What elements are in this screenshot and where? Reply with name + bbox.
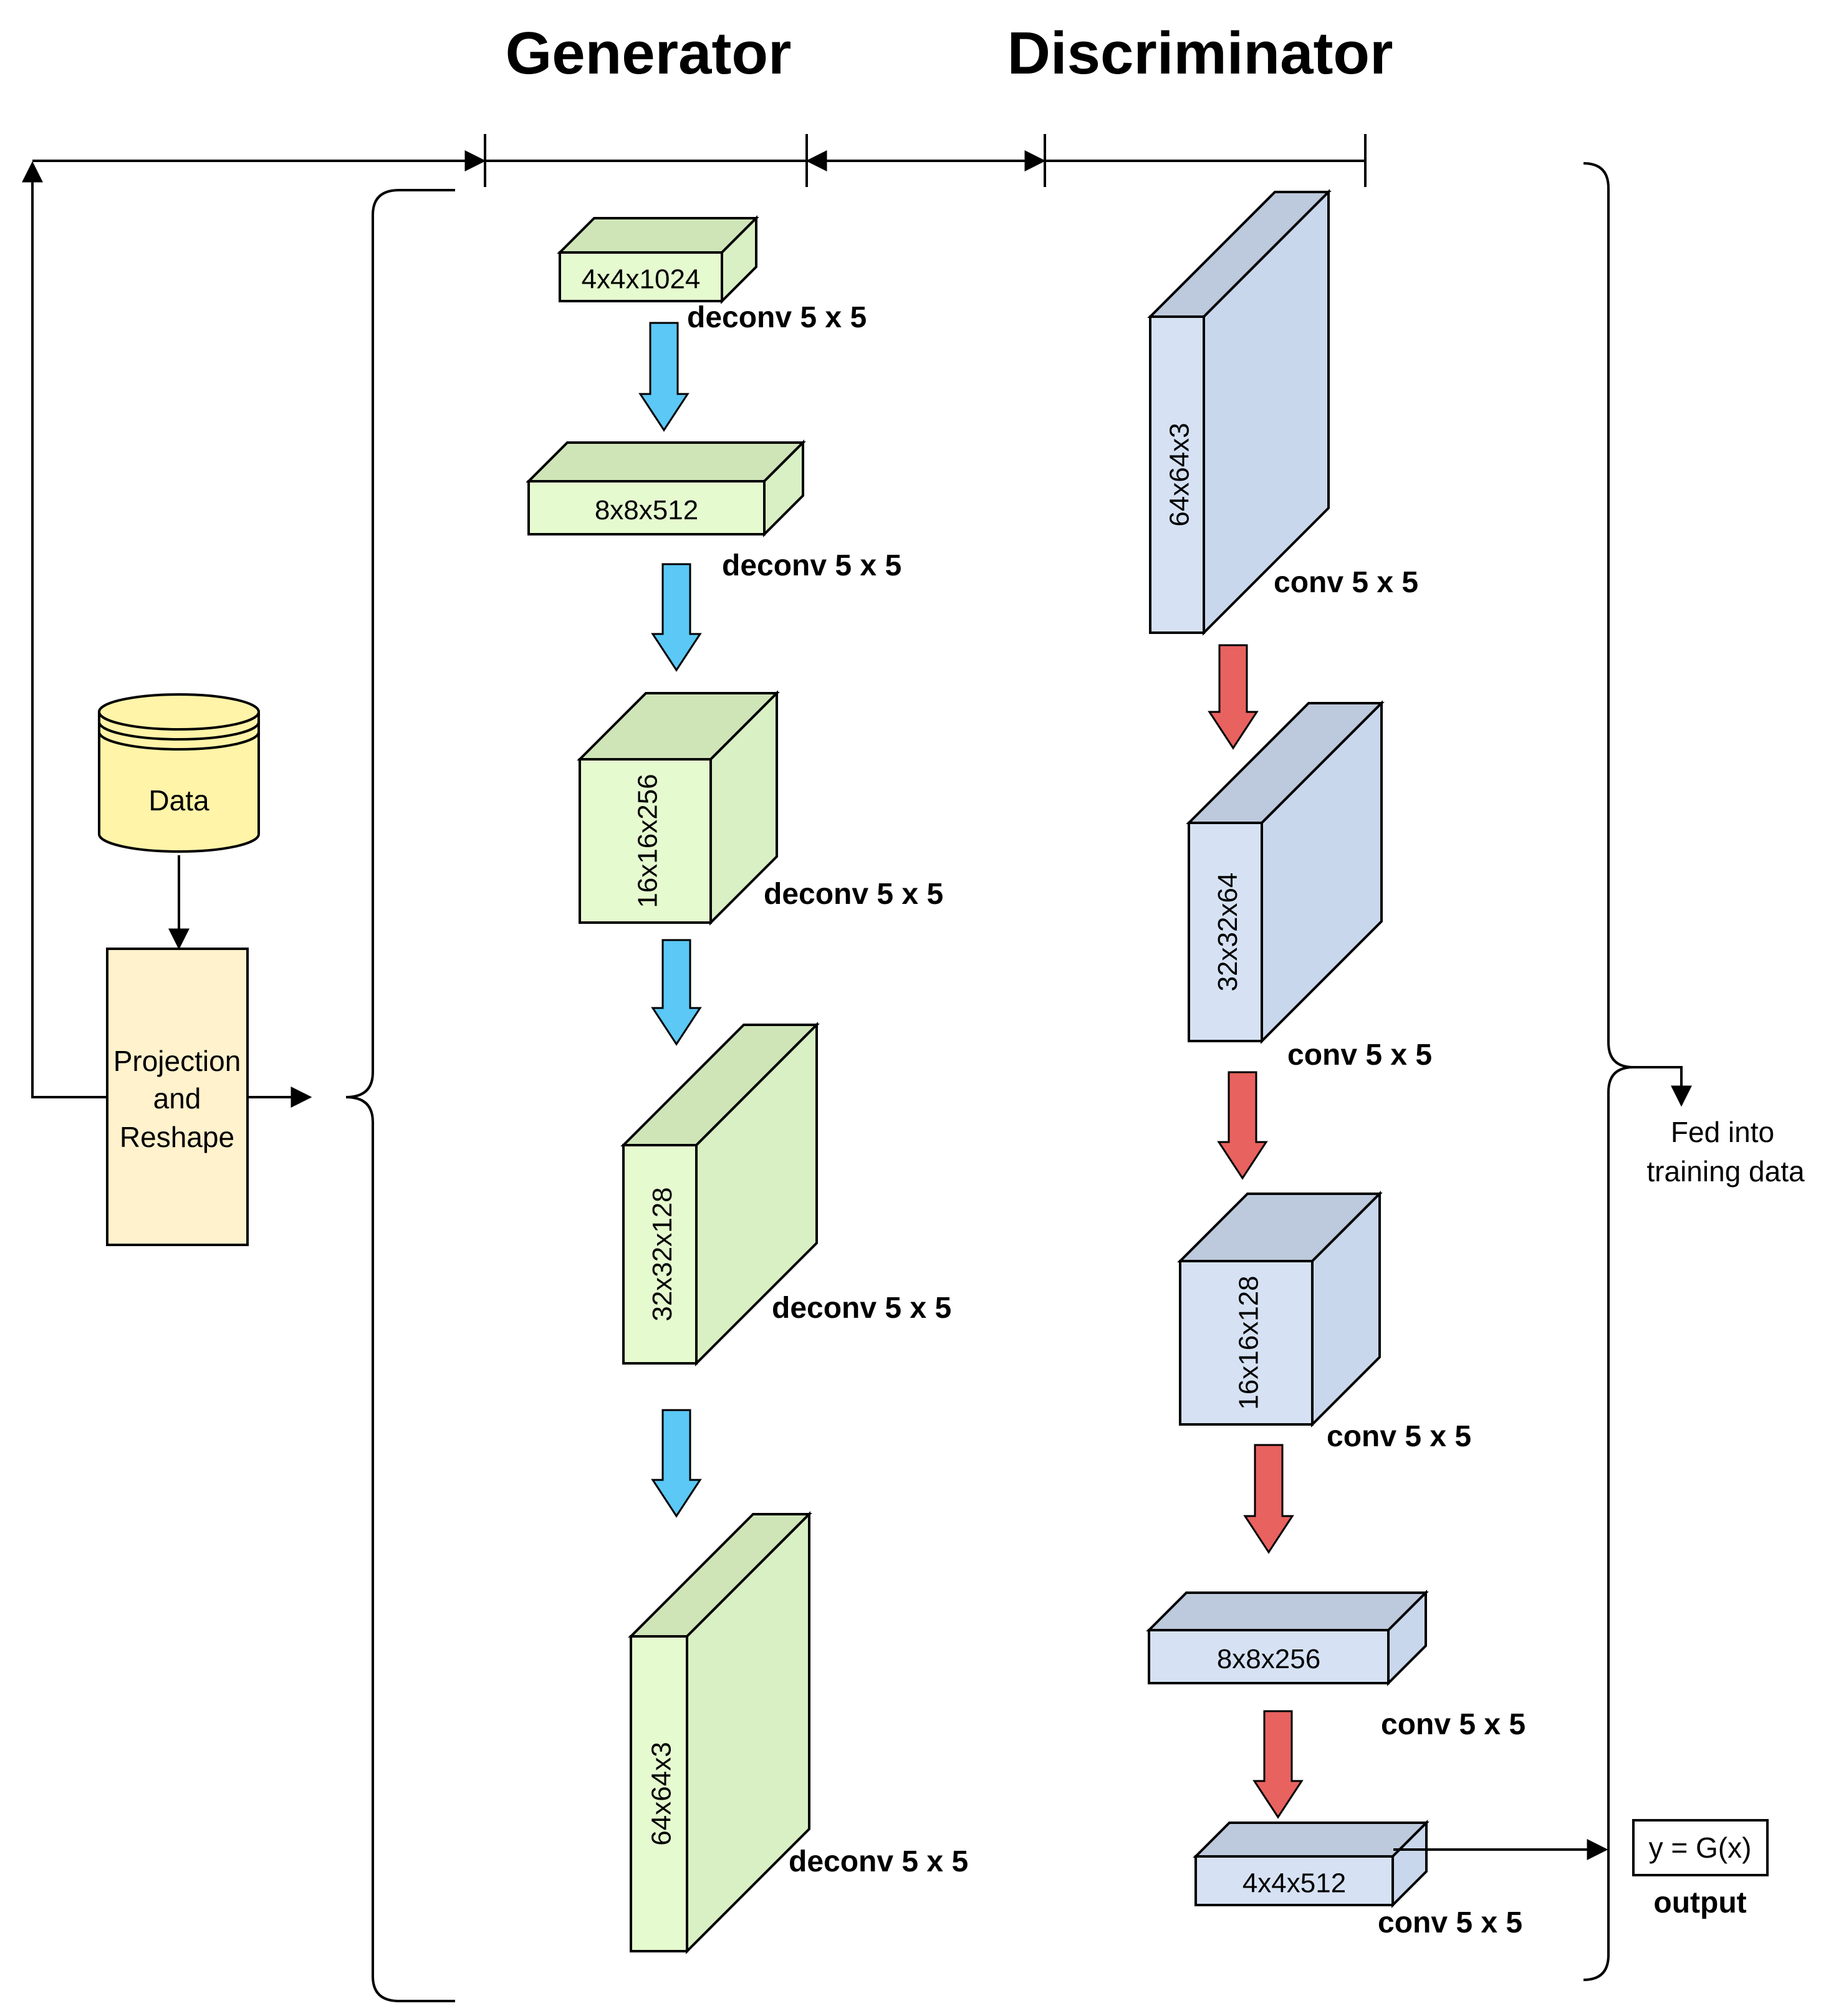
generator-layer-4-front-face (622, 1144, 698, 1365)
generator-layer-5: 64x64x3 deconv 5 x 5 (628, 1511, 968, 1954)
output-formula: y = G(x) (1649, 1831, 1752, 1864)
projection-reshape-node: Projection and Reshape (106, 948, 249, 1246)
generator-flow-arrow-3 (651, 939, 702, 1046)
generator-layer-1-op-label: deconv 5 x 5 (687, 301, 867, 334)
discriminator-layer-3: 16x16x128 conv 5 x 5 (1177, 1191, 1471, 1453)
discriminator-flow-arrow-2 (1217, 1071, 1268, 1180)
generator-layer-2-op-label: deconv 5 x 5 (722, 549, 901, 582)
generator-flow-arrow-2 (651, 563, 702, 672)
generator-layer-1-dim-label: 4x4x1024 (582, 264, 701, 295)
generator-layer-5-dim-label: 64x64x3 (646, 1742, 677, 1845)
feedback-loop-line (22, 161, 107, 1098)
discriminator-layer-2-front-face (1188, 822, 1263, 1042)
discriminator-layer-1: 64x64x3 conv 5 x 5 (1147, 189, 1418, 636)
discriminator-layer-5-dim-label: 4x4x512 (1242, 1868, 1346, 1899)
discriminator-layer-4-top-face (1146, 1591, 1429, 1631)
generator-layer-3: 16x16x256 deconv 5 x 5 (577, 690, 943, 926)
discriminator-flow-arrow-1 (1208, 644, 1259, 750)
generator-layer-4: 32x32x128 deconv 5 x 5 (620, 1022, 951, 1366)
discriminator-flow-arrow-4 (1252, 1710, 1304, 1819)
generator-layer-3-front-face (579, 758, 712, 924)
discriminator-layer-4-front-face (1148, 1629, 1390, 1684)
discriminator-layer-1-op-label: conv 5 x 5 (1274, 566, 1418, 599)
discriminator-layer-2-op-label: conv 5 x 5 (1287, 1039, 1432, 1072)
generator-layer-2-front-face (527, 480, 766, 535)
discriminator-layer-4: 8x8x256 conv 5 x 5 (1146, 1590, 1526, 1741)
discriminator-layer-5: 4x4x512 conv 5 x 5 (1193, 1820, 1522, 1939)
discriminator-layer-3-dim-label: 16x16x128 (1234, 1275, 1264, 1409)
fed-into-line-1: Fed into (1671, 1116, 1774, 1148)
discriminator-layer-3-op-label: conv 5 x 5 (1327, 1420, 1471, 1453)
generator-layer-2-top-face (526, 441, 806, 482)
data-node: Data (98, 693, 260, 853)
discriminator-layer-1-front-face (1149, 315, 1205, 634)
generator-layer-3-op-label: deconv 5 x 5 (764, 878, 943, 911)
generator-layer-2: 8x8x512 deconv 5 x 5 (526, 439, 901, 582)
generator-layer-5-op-label: deconv 5 x 5 (789, 1845, 968, 1878)
fed-into-arrow (1633, 1066, 1692, 1107)
discriminator-layer-5-top-face (1193, 1822, 1430, 1858)
discriminator-layer-5-op-label: conv 5 x 5 (1378, 1906, 1522, 1939)
discriminator-flow-arrow-3 (1243, 1444, 1294, 1554)
discriminator-layer-4-dim-label: 8x8x256 (1217, 1644, 1320, 1674)
generator-layer-4-op-label: deconv 5 x 5 (772, 1292, 951, 1325)
discriminator-layer-3-front-face (1179, 1260, 1314, 1426)
discriminator-layer-2: 32x32x64 conv 5 x 5 (1186, 700, 1432, 1072)
output-label: output (1653, 1886, 1746, 1919)
projection-line-3: Reshape (120, 1121, 234, 1153)
discriminator-title: Discriminator (1007, 20, 1393, 87)
generator-title: Generator (506, 20, 792, 87)
generator-layer-1: 4x4x1024 deconv 5 x 5 (557, 215, 867, 334)
discriminator-layer-5-front-face (1194, 1855, 1394, 1906)
discriminator-layer-2-dim-label: 32x32x64 (1213, 873, 1243, 992)
output-node: y = G(x) output (1632, 1819, 1769, 1919)
generator-layer-4-dim-label: 32x32x128 (647, 1187, 678, 1321)
generator-flow-arrow-4 (651, 1409, 702, 1518)
discriminator-layer-1-dim-label: 64x64x3 (1165, 423, 1195, 526)
fed-into-line-2: training data (1646, 1155, 1805, 1188)
generator-layer-3-dim-label: 16x16x256 (633, 774, 663, 908)
discriminator-layer-4-op-label: conv 5 x 5 (1381, 1708, 1526, 1741)
right-brace (1583, 162, 1634, 1981)
flow-arrows (638, 322, 1304, 1819)
generator-flow-arrow-1 (638, 322, 690, 432)
generator-layer-5-front-face (630, 1635, 688, 1952)
projection-line-1: Projection (113, 1045, 241, 1077)
generator-layer-1-front-face (559, 251, 723, 302)
section-ruler (32, 134, 1367, 187)
data-label: Data (148, 784, 209, 817)
left-brace (345, 189, 455, 2002)
generator-layer-2-dim-label: 8x8x512 (595, 495, 698, 526)
projection-line-2: and (153, 1082, 201, 1115)
